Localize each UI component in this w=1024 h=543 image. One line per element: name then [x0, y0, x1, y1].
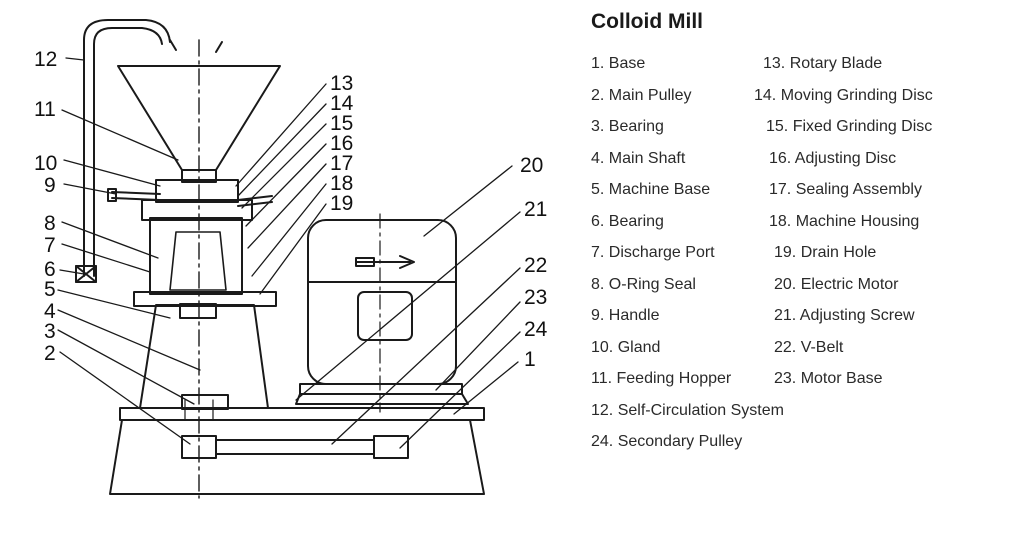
legend-item-discharge-port: 7. Discharge Port	[591, 244, 715, 261]
callout-19: 19	[330, 192, 353, 215]
handle-shape	[111, 191, 161, 201]
legend-item-self-circulation-system: 12. Self-Circulation System	[591, 402, 784, 419]
legend-item-feeding-hopper: 11. Feeding Hopper	[591, 370, 732, 387]
self-circulation-pipe	[93, 27, 163, 277]
callout-22: 22	[524, 254, 547, 277]
callout-20: 20	[520, 154, 543, 177]
legend-item-sealing-assembly: 17. Sealing Assembly	[769, 181, 922, 198]
legend-item-secondary-pulley: 24. Secondary Pulley	[591, 433, 743, 450]
legend-item-rotary-blade: 13. Rotary Blade	[763, 55, 883, 72]
callout-3: 3	[44, 320, 56, 343]
callout-2: 2	[44, 342, 56, 365]
legend-item-o-ring-seal: 8. O-Ring Seal	[591, 276, 696, 293]
legend-item-main-pulley: 2. Main Pulley	[591, 87, 692, 104]
legend-item-bearing-6: 6. Bearing	[591, 213, 664, 230]
callout-8: 8	[44, 212, 56, 235]
legend-item-gland: 10. Gland	[591, 339, 661, 356]
legend-item-handle: 9. Handle	[591, 307, 660, 324]
callout-14: 14	[330, 92, 354, 115]
callout-5: 5	[44, 278, 56, 301]
callout-1: 1	[524, 348, 536, 371]
callout-16: 16	[330, 132, 353, 155]
legend-item-electric-motor: 20. Electric Motor	[774, 276, 899, 293]
callout-7: 7	[44, 234, 56, 257]
callout-6: 6	[44, 258, 56, 281]
machine-base-shape	[139, 304, 269, 409]
callout-17: 17	[330, 152, 353, 175]
legend-item-adjusting-screw: 21. Adjusting Screw	[774, 307, 915, 324]
legend-item-v-belt: 22. V-Belt	[774, 339, 844, 356]
legend-item-main-shaft: 4. Main Shaft	[591, 150, 686, 167]
legend-item-machine-base: 5. Machine Base	[591, 181, 711, 198]
electric-motor-shape	[307, 219, 457, 385]
legend-item-moving-grinding-disc: 14. Moving Grinding Disc	[754, 87, 933, 104]
legend-item-machine-housing: 18. Machine Housing	[769, 213, 920, 230]
legend-item-drain-hole: 19. Drain Hole	[774, 244, 877, 261]
secondary-pulley-shape	[373, 435, 409, 459]
callout-10: 10	[34, 152, 57, 175]
callout-11: 11	[34, 98, 56, 121]
callout-21: 21	[524, 198, 547, 221]
callout-4: 4	[44, 300, 56, 323]
legend-title: Colloid Mill	[591, 10, 703, 33]
callout-15: 15	[330, 112, 353, 135]
callout-23: 23	[524, 286, 547, 309]
legend-item-motor-base: 23. Motor Base	[774, 370, 883, 387]
legend-item-fixed-grinding-disc: 15. Fixed Grinding Disc	[766, 118, 933, 135]
colloid-mill-diagram: 12 11 10 9 8 7 6 5 4 3 2 13 14 15 16 17 …	[34, 19, 548, 499]
legend-item-adjusting-disc: 16. Adjusting Disc	[769, 150, 897, 167]
callout-18: 18	[330, 172, 353, 195]
callout-9: 9	[44, 174, 56, 197]
legend-item-bearing-3: 3. Bearing	[591, 118, 664, 135]
callout-24: 24	[524, 318, 548, 341]
callout-12: 12	[34, 48, 57, 71]
parts-legend: Colloid Mill 1. Base 2. Main Pulley 3. B…	[591, 8, 1011, 538]
base-shape	[109, 407, 485, 495]
machine-housing-shape	[133, 291, 277, 307]
legend-item-base: 1. Base	[591, 55, 646, 72]
callout-13: 13	[330, 72, 353, 95]
